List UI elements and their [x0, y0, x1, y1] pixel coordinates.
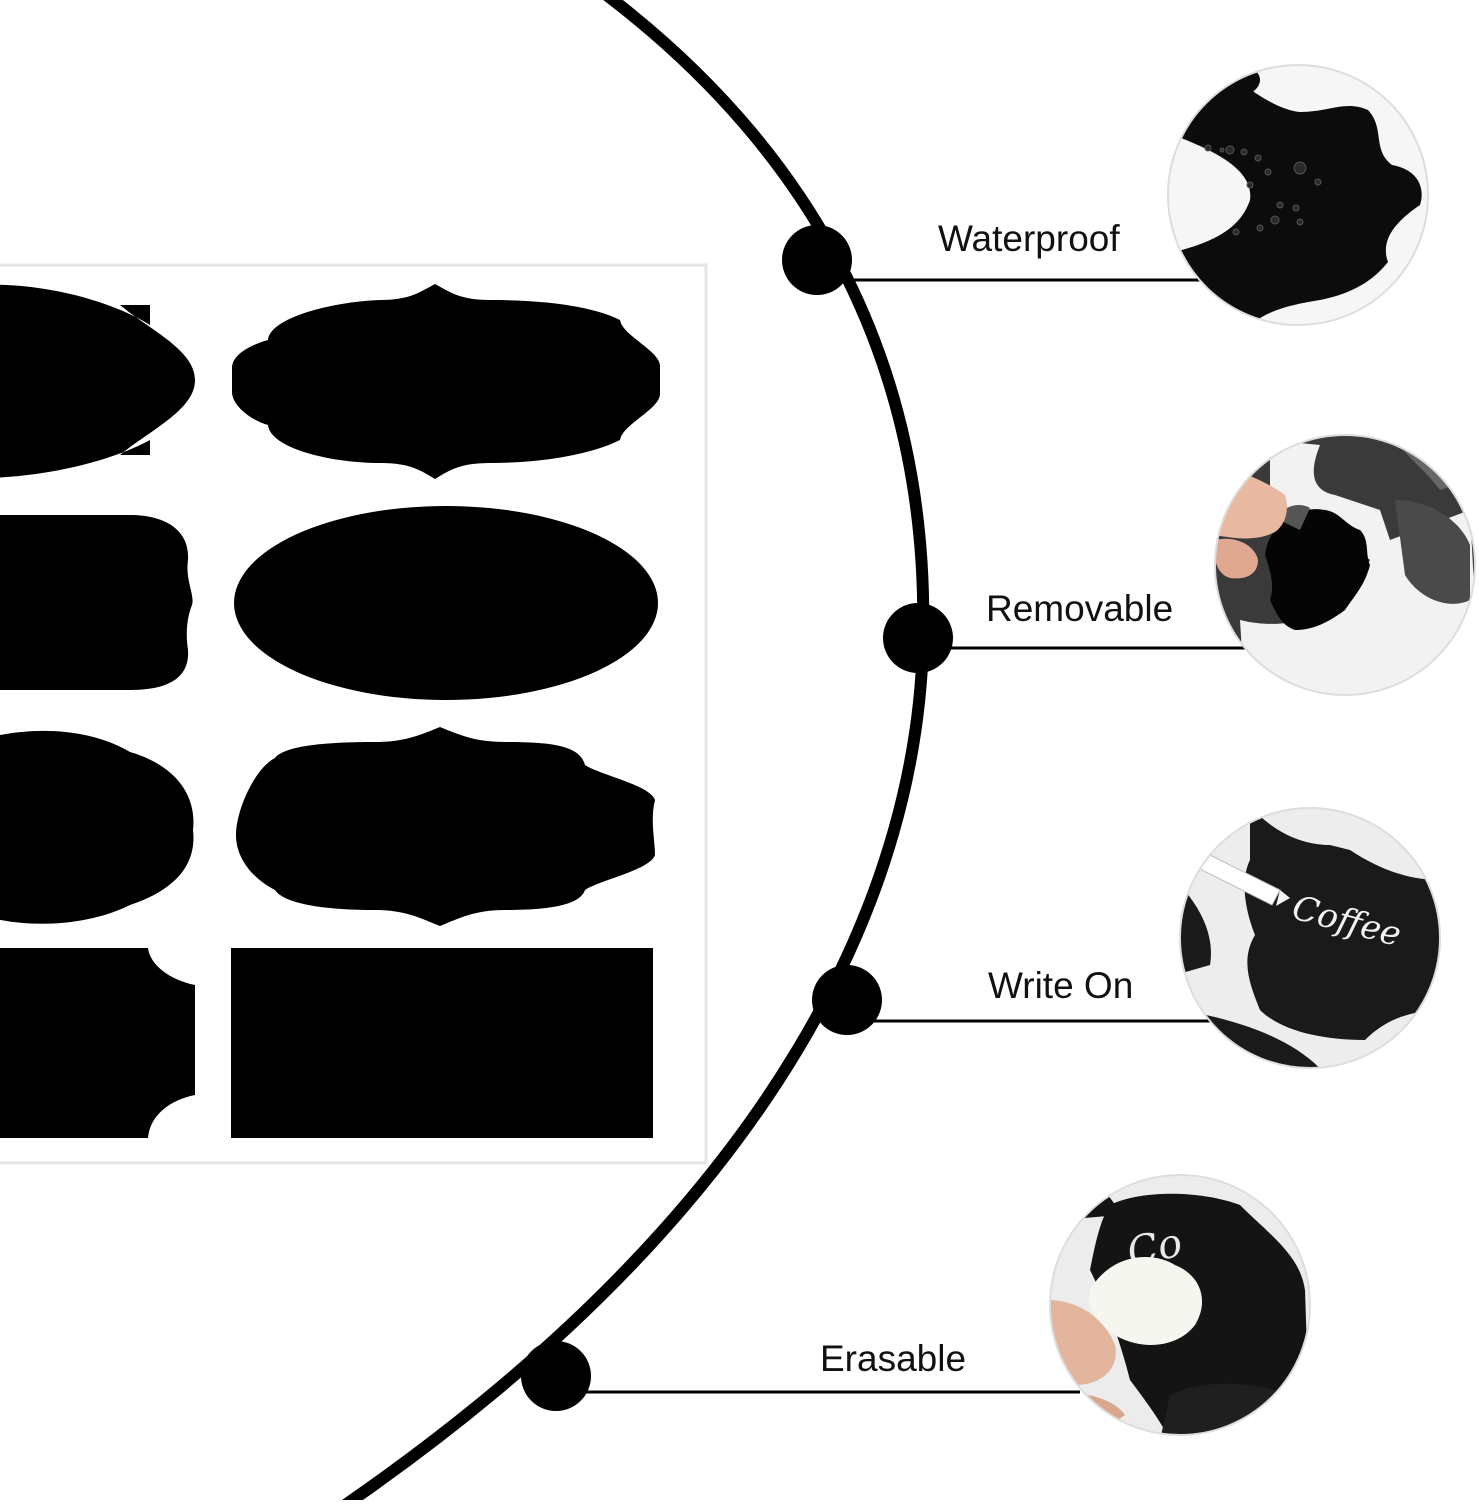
photo-erasable: Co	[1049, 1174, 1311, 1436]
feature-label-erasable: Erasable	[820, 1338, 967, 1379]
arc-dot-write-on	[812, 965, 882, 1035]
label-oval	[234, 506, 658, 700]
arc-dot-waterproof	[782, 225, 852, 295]
photo-removable	[1214, 434, 1476, 696]
label-fancy-1	[232, 284, 660, 479]
photo-waterproof	[1167, 64, 1429, 326]
label-wavy	[0, 515, 193, 690]
label-fancy-2	[236, 727, 655, 926]
arc-dot-erasable	[521, 1341, 591, 1411]
label-scalloped	[0, 730, 194, 924]
feature-label-waterproof: Waterproof	[938, 218, 1120, 259]
label-rectangle	[231, 948, 653, 1138]
label-bracket	[0, 284, 195, 478]
feature-label-removable: Removable	[986, 588, 1174, 629]
label-notched	[0, 948, 195, 1138]
label-sheet	[0, 263, 708, 1165]
photo-write-on: Coffee	[1179, 807, 1441, 1069]
arc-dot-removable	[883, 603, 953, 673]
feature-label-write-on: Write On	[988, 965, 1134, 1006]
